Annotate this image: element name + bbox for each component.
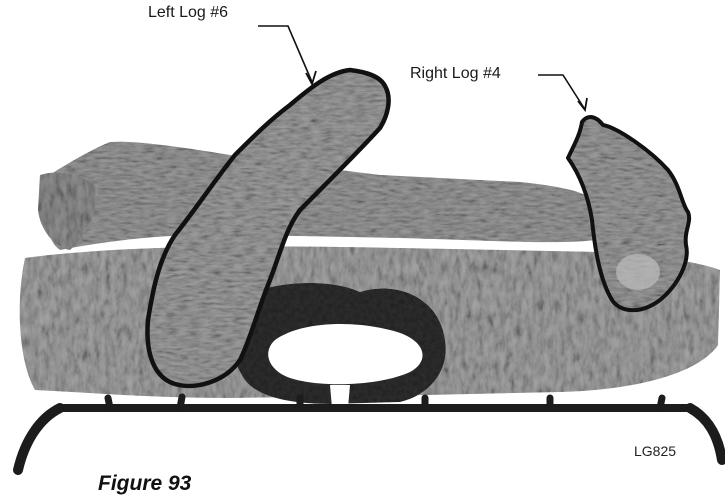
left-log-label: Left Log #6 [148,4,228,22]
right-log-end-grain [616,254,660,290]
right-log-leader [538,75,584,108]
log-grate [18,397,722,470]
right-log-label: Right Log #4 [410,65,501,83]
model-code: LG825 [634,443,676,459]
left-log-leader [258,26,312,82]
grate-left-leg [18,408,60,470]
figure-caption: Figure 93 [98,472,191,496]
grate-right-leg [690,408,722,460]
grate-opening [268,324,422,384]
